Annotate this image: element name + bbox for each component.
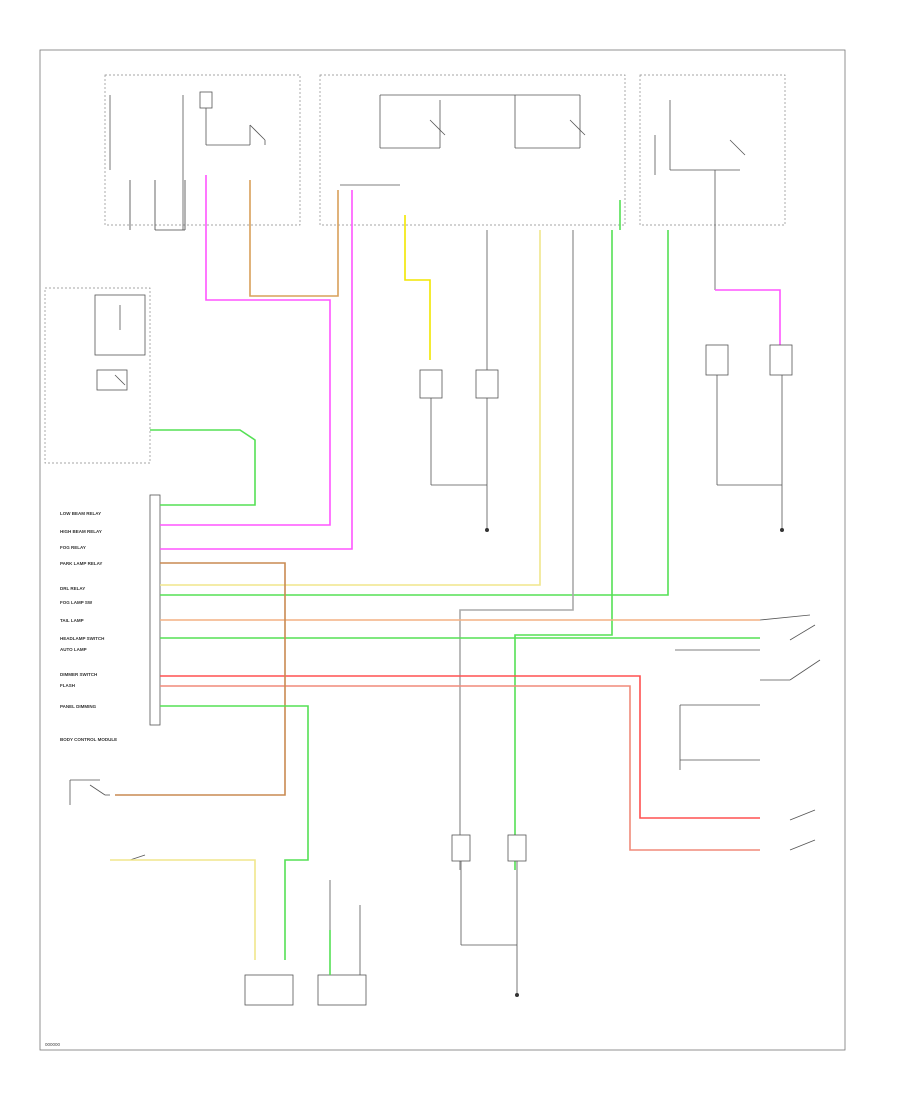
wire-tan — [249, 180, 339, 297]
body-control-module: LOW BEAM RELAY HIGH BEAM RELAY FOG RELAY… — [60, 494, 161, 742]
svg-text:HIGH BEAM RELAY: HIGH BEAM RELAY — [60, 529, 102, 534]
wire-gray-left-lamp — [459, 230, 574, 870]
svg-text:DIMMER SWITCH: DIMMER SWITCH — [60, 672, 97, 677]
svg-text:AUTO LAMP: AUTO LAMP — [60, 647, 87, 652]
dimmer-module — [679, 704, 816, 851]
svg-text:PANEL DIMMING: PANEL DIMMING — [60, 704, 97, 709]
right-high-beam-headlamp — [769, 344, 793, 532]
wire-pink-high-beam — [160, 175, 331, 526]
svg-text:HEADLAMP SWITCH: HEADLAMP SWITCH — [60, 636, 104, 641]
wire-tan-park — [115, 562, 286, 796]
wire-yellow-drl — [160, 230, 541, 586]
svg-text:LOW BEAM RELAY: LOW BEAM RELAY — [60, 511, 101, 516]
ground-symbols — [129, 180, 186, 231]
top-right-relay-block — [639, 74, 786, 290]
right-low-beam-headlamp — [475, 230, 499, 532]
wire-red-dimmer — [160, 675, 760, 819]
wire-green-drl — [160, 230, 669, 596]
svg-text:DRL RELAY: DRL RELAY — [60, 586, 85, 591]
wire-yellow-left — [404, 215, 431, 360]
svg-text:BODY CONTROL MODULE: BODY CONTROL MODULE — [60, 737, 117, 742]
top-left-fuse-block — [104, 74, 301, 230]
footer-code: 000000 — [45, 1042, 61, 1047]
wire-green-right-lamp — [514, 230, 613, 870]
diagram-border — [39, 49, 846, 1051]
left-low-beam-headlamp — [419, 369, 487, 486]
left-fog-lamp — [451, 834, 517, 946]
wire-green-switch — [150, 429, 256, 506]
wire-green-panel — [160, 705, 309, 960]
bottom-module-left — [244, 974, 294, 1006]
headlamp-switch-box — [44, 287, 151, 464]
svg-text:FOG LAMP SW: FOG LAMP SW — [60, 600, 93, 605]
top-middle-fuse-block — [319, 74, 626, 226]
svg-text:FLASH: FLASH — [60, 683, 75, 688]
wire-pink-fog — [160, 190, 353, 550]
svg-text:FOG RELAY: FOG RELAY — [60, 545, 86, 550]
svg-text:PARK LAMP RELAY: PARK LAMP RELAY — [60, 561, 102, 566]
right-fog-lamp — [507, 834, 527, 997]
headlamp-switch-right — [675, 614, 821, 681]
bottom-module-right — [317, 880, 367, 1006]
left-bottom-switch — [69, 779, 146, 861]
wire-salmon-flash — [160, 685, 760, 851]
wire-lightyellow-bottom — [110, 859, 256, 960]
left-high-beam-headlamp — [705, 344, 782, 486]
wire-pink-right-relay — [715, 289, 781, 350]
svg-text:TAIL LAMP: TAIL LAMP — [60, 618, 84, 623]
